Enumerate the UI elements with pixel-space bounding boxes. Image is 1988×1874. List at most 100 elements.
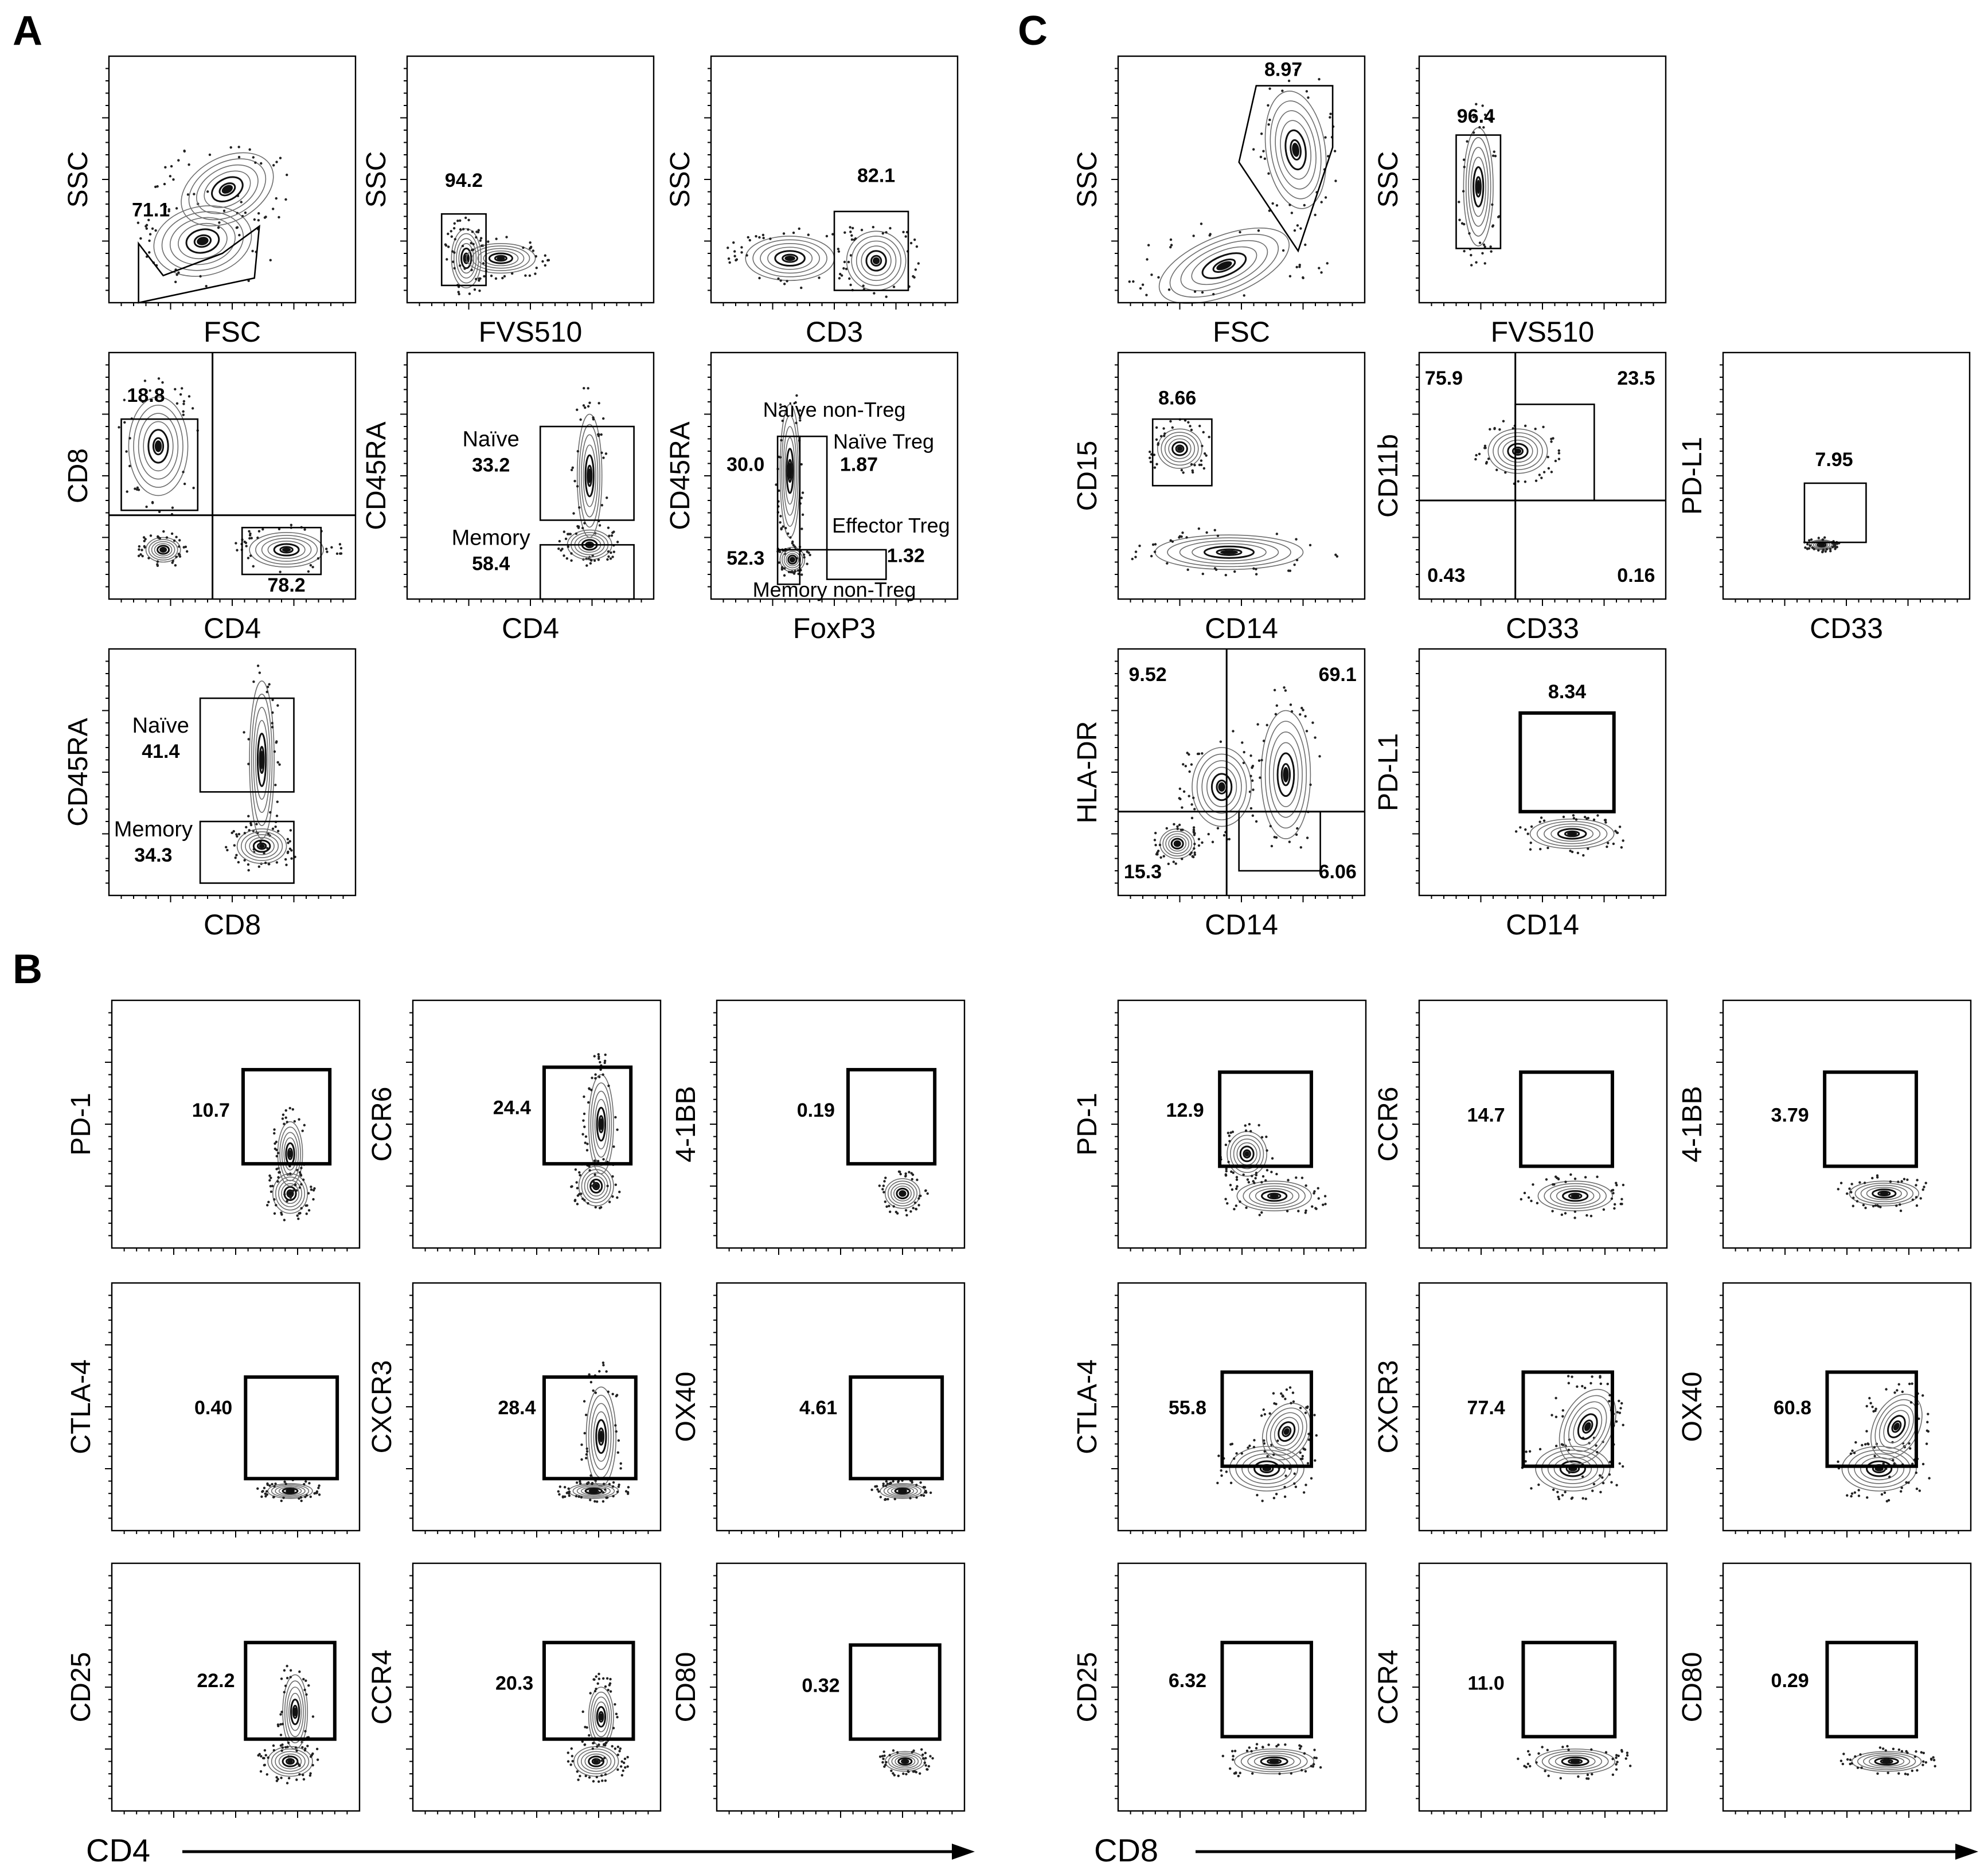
event-dots [1221, 1743, 1322, 1778]
plot-frame [1117, 1562, 1367, 1812]
gate-frequency: 3.79 [1771, 1105, 1809, 1126]
gate-frequency: 23.5 [1617, 367, 1655, 389]
axis-ticks [105, 1012, 348, 1255]
gate-frequency: Memory [114, 817, 193, 842]
gate [1518, 711, 1616, 813]
gate-frequency: 78.2 [268, 574, 306, 596]
gate [542, 1375, 638, 1481]
plot-frame [1117, 1282, 1367, 1532]
gate [244, 1641, 337, 1741]
gate [1455, 134, 1502, 249]
gate-frequency: 8.97 [1264, 58, 1302, 80]
gate-frequency: 10.7 [192, 1100, 230, 1121]
plot-frame [111, 999, 361, 1249]
gate [1238, 85, 1334, 253]
gate [244, 1375, 339, 1481]
gate-frequency: 22.2 [197, 1670, 235, 1692]
y-axis-label: SSC [1373, 151, 1404, 208]
gate [1519, 1070, 1614, 1168]
axis-ticks [704, 364, 946, 606]
event-dots [870, 1479, 932, 1501]
annotation: 9.52 [1129, 664, 1167, 686]
gate [833, 210, 909, 291]
axis-ticks [710, 1012, 953, 1255]
annotation: 69.1 [1319, 664, 1357, 686]
gate [1521, 1370, 1614, 1468]
plot-b2: 24.4 CCR6 [367, 999, 662, 1255]
event-dots [154, 146, 288, 237]
gate [849, 1643, 942, 1741]
axis-ticks [1111, 364, 1353, 606]
contour-population [1559, 1388, 1616, 1465]
plot-frame [111, 1282, 361, 1532]
gate [1521, 1641, 1617, 1739]
axis-ticks [710, 1294, 953, 1537]
gate-frequency: 60.8 [1774, 1397, 1811, 1419]
y-axis-label: CD45RA [665, 421, 696, 530]
contour-population [181, 152, 274, 226]
gate [120, 418, 199, 511]
gate-frequency: 6.06 [1319, 861, 1357, 883]
contour-population [1851, 1751, 1922, 1772]
contour-population [466, 243, 536, 274]
contour-population [1192, 747, 1252, 827]
plot-frame [1117, 648, 1366, 897]
axis-ticks [1412, 68, 1654, 310]
contour-population [576, 413, 603, 538]
gate-frequency: 0.29 [1771, 1670, 1809, 1692]
gate-frequency: 4.61 [799, 1397, 837, 1419]
gate-frequency-value: 33.2 [472, 454, 510, 476]
axis-ticks [1716, 1575, 1959, 1818]
axis-ticks [406, 1012, 649, 1255]
contour-population [1870, 1394, 1923, 1460]
contour-population [1537, 1180, 1613, 1212]
gate-frequency: 94.2 [445, 170, 483, 191]
gate [1825, 1370, 1918, 1468]
gate-frequency: 77.4 [1467, 1397, 1505, 1419]
plot-b1: 10.7PD-1 [66, 999, 361, 1255]
event-dots [878, 1748, 934, 1778]
plot-frame [1418, 999, 1668, 1249]
contour-population [249, 680, 275, 839]
axis-ticks [1111, 68, 1353, 310]
contour-population [1463, 127, 1494, 247]
y-axis-label: CCR6 [367, 1087, 397, 1162]
plot-frame [1418, 648, 1667, 897]
gate-frequency: 6.32 [1169, 1670, 1206, 1692]
gate-frequency: Memory [452, 526, 530, 550]
x-axis-label: CD33 [1810, 612, 1883, 644]
gate-frequency: 8.34 [1548, 681, 1586, 703]
gate [849, 1375, 944, 1481]
y-axis-label: SSC [1072, 151, 1103, 208]
event-dots [581, 1672, 619, 1762]
y-axis-label: CD11b [1373, 434, 1404, 518]
gate-frequency: 24.4 [493, 1097, 531, 1119]
contour-population [1849, 1180, 1920, 1207]
contour-population [277, 1121, 303, 1187]
plot-frame [1418, 1282, 1668, 1532]
plot-frame [1117, 351, 1366, 600]
x-axis-label: FSC [1213, 316, 1270, 348]
y-axis-label: CD8 [63, 448, 93, 503]
plot-frame [406, 351, 655, 600]
gate-frequency: 0.32 [802, 1675, 839, 1697]
y-axis-label: SSC [361, 151, 392, 208]
contour-population [1261, 1403, 1311, 1461]
gate [199, 820, 295, 884]
y-axis-label: 4-1BB [1677, 1086, 1708, 1162]
event-dots [1248, 686, 1321, 849]
contour-population [1260, 710, 1311, 839]
event-dots [136, 190, 272, 288]
contour-population [745, 236, 835, 281]
event-dots [256, 1478, 321, 1503]
gate [1823, 1070, 1918, 1168]
gate-frequency: 1.32 [887, 545, 925, 567]
event-dots [581, 1053, 619, 1192]
y-axis-label: CXCR3 [367, 1360, 397, 1454]
contour-population [451, 228, 482, 289]
axis-ticks [406, 1575, 649, 1818]
